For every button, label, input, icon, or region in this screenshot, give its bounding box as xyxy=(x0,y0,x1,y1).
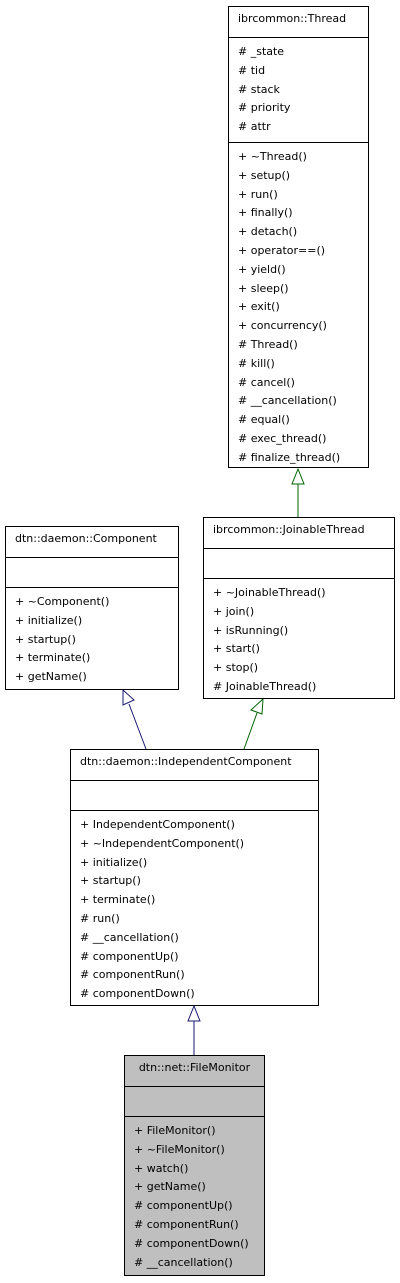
class-joinable-thread[interactable]: ibrcommon::JoinableThread + ~JoinableThr… xyxy=(203,517,395,699)
member-method: # exec_thread() xyxy=(238,431,327,445)
edge-independent-to-component xyxy=(128,703,147,750)
member-attribute: # attr xyxy=(238,120,271,134)
arrow-head-joinable xyxy=(250,697,264,715)
member-method: + IndependentComponent() xyxy=(80,818,235,831)
class-joinable-thread-title: ibrcommon::JoinableThread xyxy=(204,518,394,549)
class-thread-methods: + ~Thread() + setup() + run() + finally() + … xyxy=(229,143,368,468)
member-method: # __cancellation() xyxy=(134,1255,233,1269)
member-method: + getName() xyxy=(134,1180,206,1194)
member-method: # componentRun() xyxy=(80,968,185,982)
class-file-monitor[interactable]: dtn::net::FileMonitor + FileMonitor()+ ~… xyxy=(124,1055,265,1276)
member-method: + initialize() xyxy=(80,855,148,869)
member-method: + startup() xyxy=(80,874,141,888)
member-method: # componentRun() xyxy=(134,1217,239,1231)
class-thread-attributes: # _state # tid # stack # priority # attr xyxy=(229,38,368,143)
class-joinable-thread-methods: + ~JoinableThread() + join() + isRunning()… xyxy=(204,579,394,697)
member-method: # __cancellation() xyxy=(238,394,337,408)
class-component-title: dtn::daemon::Component xyxy=(6,527,178,558)
class-independent-component-attributes xyxy=(71,781,318,811)
class-file-monitor-title: dtn::net::FileMonitor xyxy=(125,1056,264,1087)
member-method: + terminate() xyxy=(15,651,91,665)
member-method: + sleep() xyxy=(238,281,289,295)
member-method: # __cancellation() xyxy=(80,930,179,944)
member-method: # componentDown() xyxy=(134,1236,249,1250)
class-component[interactable]: dtn::daemon::Component + ~Component()+ i… xyxy=(5,526,179,690)
member-method: # equal() xyxy=(238,413,290,427)
member-attribute: # priority xyxy=(238,101,291,115)
member-method: + ~FileMonitor() xyxy=(134,1142,225,1156)
member-method: # kill() xyxy=(238,356,275,370)
member-method: + FileMonitor() xyxy=(134,1124,216,1137)
member-method: + ~Thread() xyxy=(238,150,307,163)
member-method: + detach() xyxy=(238,225,298,239)
member-method: + watch() xyxy=(134,1161,189,1175)
member-method: + concurrency() xyxy=(238,319,327,333)
member-attribute: # tid xyxy=(238,63,266,77)
member-method: # finalize_thread() xyxy=(238,450,341,464)
arrow-head-component xyxy=(122,688,135,706)
class-file-monitor-attributes xyxy=(125,1087,264,1117)
member-method: # JoinableThread() xyxy=(213,679,317,693)
member-method: + yield() xyxy=(238,262,286,276)
member-method: + initialize() xyxy=(15,613,83,627)
class-independent-component[interactable]: dtn::daemon::IndependentComponent + Inde… xyxy=(70,749,319,1006)
member-method: # cancel() xyxy=(238,375,295,389)
member-method: # run() xyxy=(80,911,120,925)
class-independent-component-title: dtn::daemon::IndependentComponent xyxy=(71,750,318,781)
member-method: + finally() xyxy=(238,206,293,220)
class-independent-component-methods: + IndependentComponent() + ~IndependentCo… xyxy=(71,811,318,1004)
member-attribute: # _state xyxy=(238,45,285,58)
class-thread[interactable]: ibrcommon::Thread # _state# tid# stack# … xyxy=(228,6,369,468)
edge-independent-to-joinable xyxy=(243,712,258,750)
member-method: + join() xyxy=(213,604,255,618)
member-method: + setup() xyxy=(238,168,291,182)
member-method: + getName() xyxy=(15,670,87,684)
member-method: + ~IndependentComponent() xyxy=(80,836,245,850)
member-method: # componentUp() xyxy=(80,949,179,963)
member-method: + start() xyxy=(213,642,260,656)
class-file-monitor-methods: + FileMonitor() + ~FileMonitor() + watch()… xyxy=(125,1117,264,1272)
class-component-attributes xyxy=(6,558,178,588)
class-thread-title: ibrcommon::Thread xyxy=(229,7,368,38)
member-method: + operator==() xyxy=(238,243,326,257)
member-method: + run() xyxy=(238,187,278,201)
arrow-head-thread xyxy=(291,467,305,485)
member-method: # Thread() xyxy=(238,337,298,351)
class-component-methods: + ~Component() + initialize() + startup() +… xyxy=(6,588,178,687)
member-method: + ~JoinableThread() xyxy=(213,586,326,599)
member-method: + exit() xyxy=(238,300,280,314)
member-method: # componentDown() xyxy=(80,987,195,1001)
member-method: + stop() xyxy=(213,661,259,675)
member-method: + startup() xyxy=(15,632,76,646)
member-method: + ~Component() xyxy=(15,595,110,608)
member-method: # componentUp() xyxy=(134,1199,233,1213)
class-joinable-thread-attributes xyxy=(204,549,394,579)
arrow-head-independent xyxy=(187,1004,201,1022)
member-method: + isRunning() xyxy=(213,623,289,637)
member-method: + terminate() xyxy=(80,893,156,907)
member-attribute: # stack xyxy=(238,82,280,96)
